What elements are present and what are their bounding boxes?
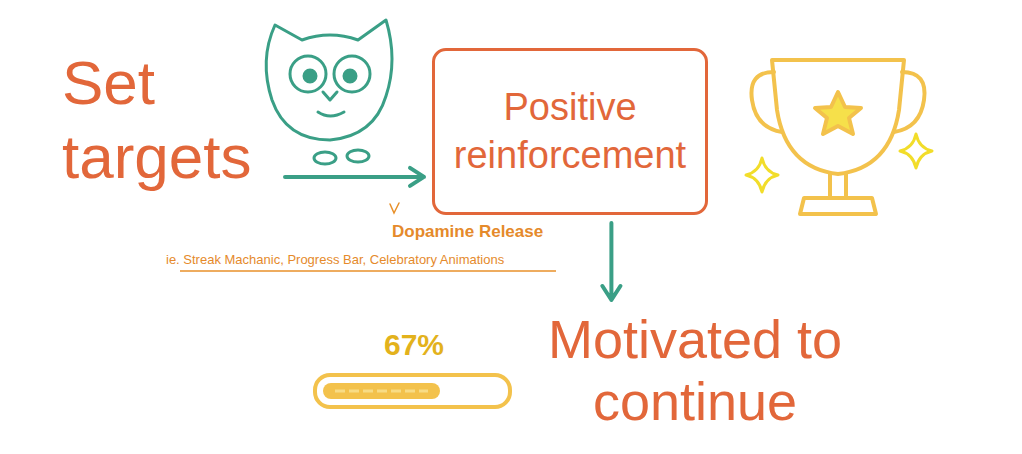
- note-text: Dopamine Release: [392, 222, 543, 242]
- node-text: Set targets: [62, 46, 277, 195]
- trophy-icon: [751, 60, 924, 214]
- sparkles: [746, 134, 932, 192]
- percent-label: 67%: [384, 328, 444, 362]
- flow-arrow: [602, 223, 620, 300]
- process-box: Positive reinforcement: [432, 48, 708, 215]
- note-underline: [180, 270, 556, 272]
- progress-bar: [315, 375, 510, 407]
- start-text-node: Set targets: [62, 46, 277, 195]
- node-text: Motivated to continue: [520, 308, 870, 432]
- pointer-tick: [390, 203, 399, 213]
- owl-mascot: [266, 20, 392, 164]
- flow-arrow: [285, 168, 424, 186]
- outcome-text-node: Motivated to continue: [520, 308, 870, 432]
- node-text: Positive reinforcement: [447, 84, 693, 179]
- example-note: ie. Streak Machanic, Progress Bar, Celeb…: [166, 252, 504, 267]
